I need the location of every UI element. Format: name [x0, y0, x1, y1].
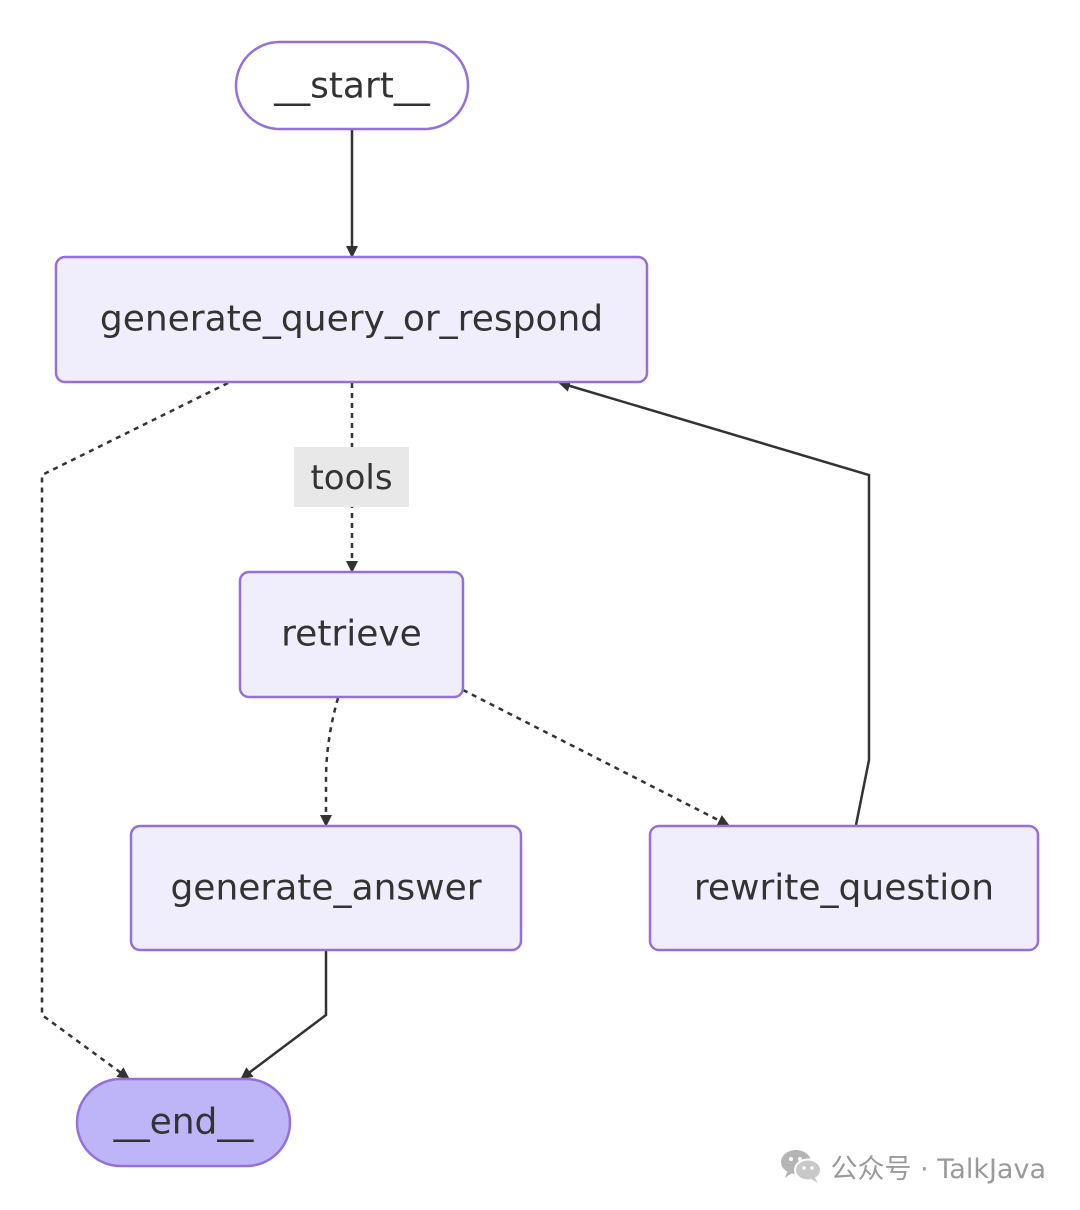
edge-retrieve-to-generate-answer	[320, 697, 340, 827]
edge-retrieve-to-rewrite-question	[462, 688, 730, 827]
edge-generate-query-to-end	[40, 381, 229, 1080]
edge-label-tools: tools	[294, 447, 409, 507]
node-generate-answer-shape	[129, 824, 523, 952]
node-rewrite-question-shape	[648, 824, 1040, 952]
edge-label-tools-bg	[294, 447, 409, 507]
watermark-text: 公众号 · TalkJava	[830, 1153, 1047, 1185]
node-start[interactable]: __start__	[234, 40, 470, 131]
node-end-shape	[75, 1077, 292, 1168]
node-generate-query-or-respond[interactable]: generate_query_or_respond	[54, 255, 649, 384]
edge-rewrite-question-to-generate-query	[558, 380, 871, 826]
node-start-label: __start__	[273, 66, 431, 107]
wechat-icon	[780, 1150, 822, 1183]
node-start-shape	[234, 40, 470, 131]
node-generate-answer-label: generate_answer	[170, 868, 481, 909]
node-end-label: __end__	[113, 1102, 255, 1143]
node-generate-answer[interactable]: generate_answer	[129, 824, 523, 952]
node-retrieve[interactable]: retrieve	[238, 570, 465, 699]
node-generate-query-or-respond-shape	[54, 255, 649, 384]
node-retrieve-shape	[238, 570, 465, 699]
watermark: 公众号 · TalkJava	[779, 1146, 1047, 1186]
edge-generate-answer-to-end	[240, 951, 328, 1080]
node-retrieve-label: retrieve	[281, 614, 422, 655]
edges	[40, 130, 871, 1080]
node-end[interactable]: __end__	[75, 1077, 292, 1168]
node-rewrite-question-label: rewrite_question	[694, 868, 994, 909]
node-generate-query-or-respond-label: generate_query_or_respond	[100, 299, 603, 340]
edge-label-tools-text: tools	[310, 458, 392, 498]
node-rewrite-question[interactable]: rewrite_question	[648, 824, 1040, 952]
